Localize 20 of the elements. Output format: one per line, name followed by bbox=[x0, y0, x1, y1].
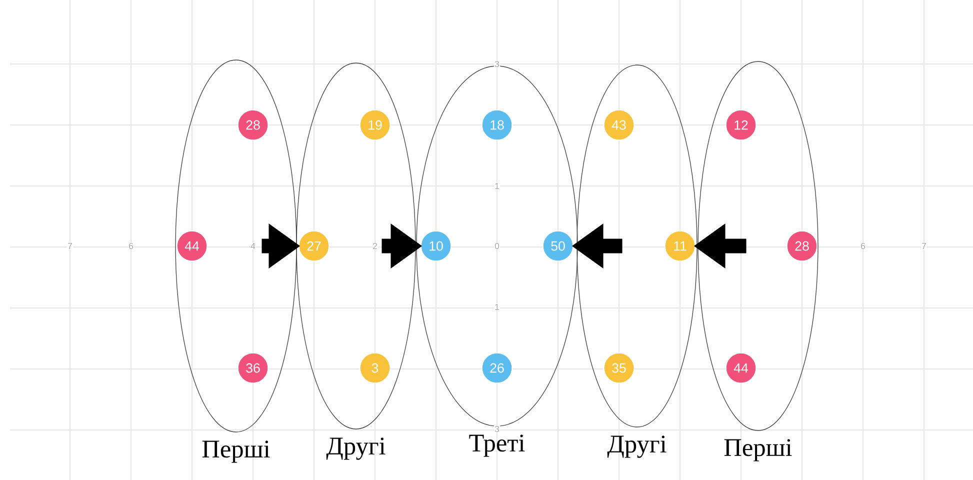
node-label: Другі bbox=[326, 438, 386, 460]
node-label: Другі bbox=[607, 436, 666, 458]
block-arrow bbox=[382, 223, 422, 269]
axis-tick-label: 6 bbox=[128, 242, 134, 250]
block-arrow bbox=[262, 223, 300, 269]
axis-tick-label: 1 bbox=[494, 182, 500, 190]
node-label: Треті bbox=[469, 434, 525, 457]
axis-tick-label: 7 bbox=[920, 242, 928, 250]
block-arrow bbox=[572, 223, 622, 269]
axis-tick-label: 2 bbox=[372, 242, 378, 250]
block-arrow bbox=[694, 223, 746, 269]
axis-tick-label: 1 bbox=[494, 303, 500, 311]
axis-tick-label: 3 bbox=[494, 425, 500, 433]
node-label: Перші bbox=[724, 439, 792, 462]
axis-tick-label: 7 bbox=[66, 242, 74, 250]
axis-tick-label: 3 bbox=[494, 60, 500, 68]
axis-tick-label: 6 bbox=[860, 242, 866, 250]
axis-tick-label: 4 bbox=[250, 242, 256, 250]
node-label: Перші bbox=[202, 440, 270, 463]
axis-tick-label: 0 bbox=[494, 242, 500, 250]
